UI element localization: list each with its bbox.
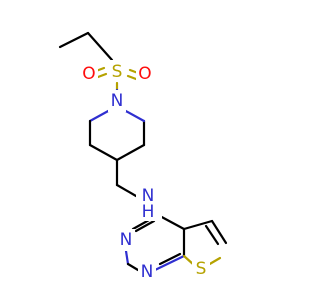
bond-pyr-c2-n1 (126, 262, 140, 272)
bond-pyr-n1-c7a-inner (158, 252, 182, 266)
bond-pip-c3-c4 (88, 143, 119, 162)
bond-ethyl-ch3-ch2 (58, 31, 90, 49)
bond-ethyl-ch2-s (86, 31, 114, 62)
bond-pyr-n1-c7a (153, 254, 186, 272)
atom-pyrimidine-n-upper: N (120, 230, 133, 250)
atom-oxygen-left: O (82, 64, 95, 84)
bond-pyr-c4-n3b (134, 219, 156, 233)
bond-pip-n-c2 (88, 108, 112, 123)
molecule-structure-diagram: S O O N N H N N S (58, 31, 228, 283)
bond-pip-c6-n (122, 108, 146, 123)
bond-th-c3-c2-inner (204, 224, 220, 246)
bond-pyr-n3-c2 (124, 249, 130, 266)
atom-thiophene-s: S (196, 259, 207, 279)
bond-th-c3-c2 (210, 219, 228, 245)
atom-oxygen-right: O (138, 64, 151, 84)
atom-amine-n: N (142, 186, 155, 206)
atom-amine-h: H (142, 202, 155, 222)
bond-s-o-right-b (126, 74, 138, 81)
atom-pyrimidine-n-lower: N (141, 262, 154, 282)
bond-s-o-left-b (96, 72, 108, 79)
atom-sulfonyl-s: S (112, 62, 123, 82)
atom-piperidine-n: N (111, 91, 124, 111)
bond-ch2-nh (115, 183, 138, 198)
bond-th-c3a-c3 (182, 219, 214, 231)
bond-pyr-c3a-c4 (156, 213, 186, 231)
bond-pip-c4-c5 (115, 143, 146, 162)
molecule-svg: S O O N N H N N S (58, 31, 228, 283)
